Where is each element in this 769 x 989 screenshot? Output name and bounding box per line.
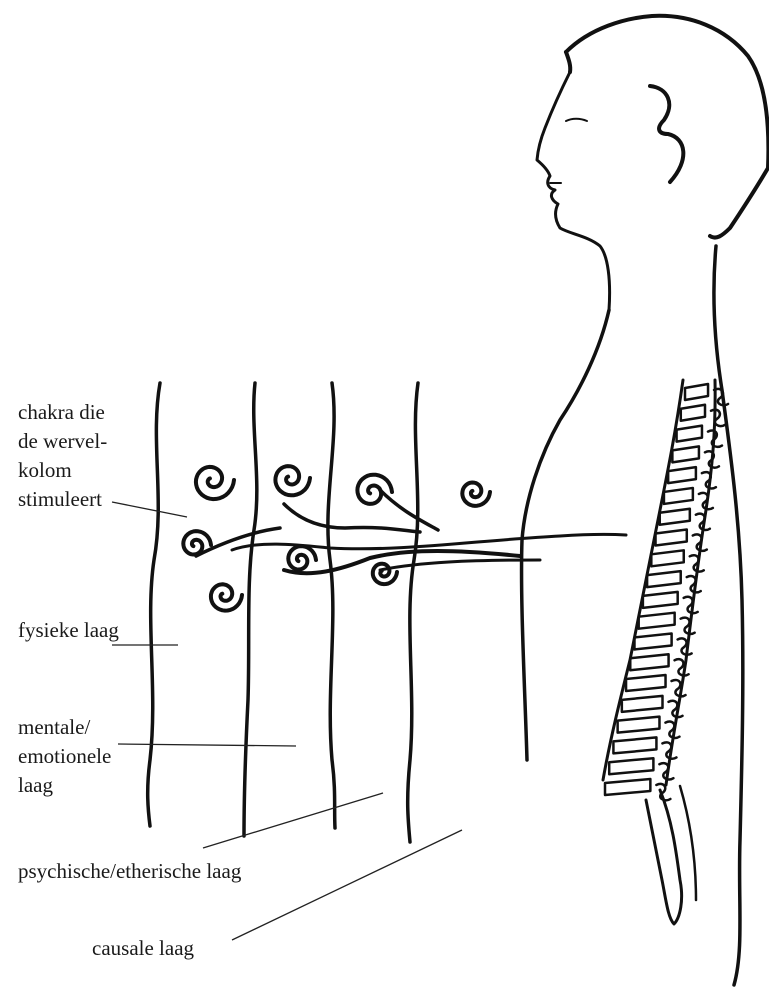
pointer-causal [232,830,462,940]
stream-lower [284,551,520,573]
chakra-spiral [211,584,242,610]
stream-curve-2 [380,490,438,530]
head-outline [566,16,768,168]
vertebrae-group [605,384,728,800]
chakra-spiral [196,467,234,499]
vertebra [618,717,660,733]
pointer-chakra [112,502,187,517]
chakra-spiral [462,483,490,506]
stream-main [232,534,626,550]
vertebra [647,571,681,587]
vertebra-process [708,430,722,446]
face-profile [537,72,610,310]
layer-lines [148,383,418,842]
sacrum-curve [680,786,696,900]
pointer-lines [112,502,462,940]
vertebra [651,550,683,566]
layer-line-mental [244,383,257,836]
vertebra [681,405,705,421]
sacrum [646,790,682,924]
chakra-spiral [275,466,310,495]
back-line [714,246,743,985]
neck-back [710,168,768,238]
vertebra [626,675,665,691]
vertebra [677,426,702,442]
chakra-spiral [357,475,392,504]
layer-line-causal [408,383,418,842]
spirals-group [183,466,490,610]
layer-line-psychic [328,383,335,828]
vertebra [643,592,678,608]
eye [566,119,587,121]
vertebra-process [681,618,695,634]
vertebra [605,779,650,795]
chakra-spiral [288,546,316,569]
pointer-mental [118,744,296,746]
vertebra [634,633,671,649]
ear [650,86,683,182]
forehead-line [566,52,570,72]
pointer-psychic [203,793,383,848]
vertebra [630,654,668,670]
vertebra [622,696,663,712]
vertebra [660,509,690,525]
human-figure [522,16,769,985]
vertebra [609,758,653,774]
stream-lower-2 [380,560,540,570]
vertebra [639,613,675,629]
spine-front [603,380,683,780]
vertebra [668,467,696,483]
vertebra [613,737,656,753]
vertebra [672,446,699,462]
vertebra [664,488,693,504]
vertebra [656,530,687,546]
vertebra [685,384,708,400]
layer-line-physical [148,383,160,826]
